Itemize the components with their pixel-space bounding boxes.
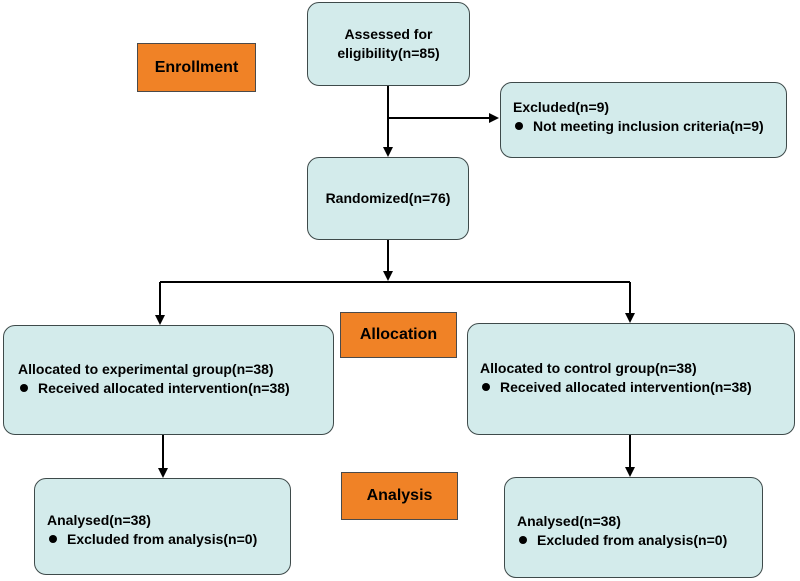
bullet-dot (49, 535, 57, 543)
allocated-control-bullet-item: Received allocated intervention(n=38) (480, 378, 794, 397)
analysed-experimental-title: Analysed(n=38) (47, 512, 151, 528)
analysed-control-title: Analysed(n=38) (517, 513, 621, 529)
stage-enrollment: Enrollment (137, 43, 256, 92)
stage-analysis: Analysis (341, 472, 458, 520)
box-allocated-control: Allocated to control group(n=38) Receive… (467, 323, 795, 435)
stage-analysis-label: Analysis (366, 487, 433, 504)
box-allocated-experimental: Allocated to experimental group(n=38) Re… (3, 325, 334, 435)
box-analysed-experimental: Analysed(n=38) Excluded from analysis(n=… (34, 478, 291, 575)
allocated-control-title: Allocated to control group(n=38) (480, 360, 697, 376)
bullet-dot (20, 384, 28, 392)
stage-allocation-label: Allocation (359, 326, 438, 343)
box-excluded: Excluded(n=9) Not meeting inclusion crit… (500, 82, 787, 158)
box-analysed-control: Analysed(n=38) Excluded from analysis(n=… (504, 477, 763, 578)
randomized-title: Randomized(n=76) (325, 190, 451, 206)
analysed-experimental-bullet-item: Excluded from analysis(n=0) (47, 530, 290, 549)
stage-allocation: Allocation (340, 312, 457, 358)
allocated-experimental-title: Allocated to experimental group(n=38) (18, 361, 274, 377)
stage-enrollment-label: Enrollment (154, 58, 239, 76)
excluded-bullet-text: Not meeting inclusion criteria(n=9) (533, 118, 764, 134)
analysed-experimental-bullet-text: Excluded from analysis(n=0) (67, 531, 258, 547)
allocated-control-bullet-text: Received allocated intervention(n=38) (500, 379, 752, 395)
allocated-experimental-bullet-text: Received allocated intervention(n=38) (38, 380, 290, 396)
excluded-title: Excluded(n=9) (513, 99, 610, 115)
bullet-dot (515, 122, 523, 130)
assessed-line1: Assessed for (344, 26, 433, 42)
bullet-dot (519, 536, 527, 544)
allocated-experimental-bullet-item: Received allocated intervention(n=38) (18, 379, 333, 398)
analysed-control-bullet-item: Excluded from analysis(n=0) (517, 531, 762, 550)
excluded-bullet-item: Not meeting inclusion criteria(n=9) (513, 117, 786, 136)
analysed-control-bullet-text: Excluded from analysis(n=0) (537, 532, 728, 548)
bullet-dot (482, 383, 490, 391)
box-randomized: Randomized(n=76) (307, 157, 469, 240)
assessed-line2: eligibility(n=85) (337, 45, 440, 61)
box-assessed: Assessed for eligibility(n=85) (307, 2, 470, 86)
